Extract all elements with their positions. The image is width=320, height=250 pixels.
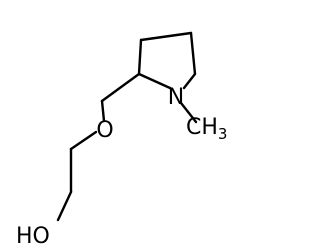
bond-ring-top bbox=[139, 31, 193, 42]
atom-methyl-main: CH bbox=[186, 115, 218, 140]
bond-ring-n-right bbox=[182, 72, 197, 90]
atom-hydroxyl-label: HO bbox=[16, 224, 50, 249]
bond-ring-left bbox=[137, 38, 143, 76]
atom-methyl-subscript: 3 bbox=[218, 125, 228, 143]
atom-methyl-label: CH3 bbox=[186, 115, 227, 143]
bond-ch2-oh bbox=[56, 190, 73, 222]
bond-ring-right bbox=[189, 31, 197, 76]
bond-ch2-o bbox=[100, 99, 106, 123]
bond-n-methyl bbox=[179, 101, 198, 124]
bond-ring-n-left bbox=[137, 72, 172, 90]
atom-ether-oxygen-label: O bbox=[96, 118, 113, 143]
bond-o-ch2 bbox=[69, 130, 98, 151]
molecule-structure: N CH3 O HO bbox=[16, 31, 227, 249]
bond-c2-ch2 bbox=[100, 72, 141, 103]
atom-nitrogen-label: N bbox=[168, 85, 184, 110]
